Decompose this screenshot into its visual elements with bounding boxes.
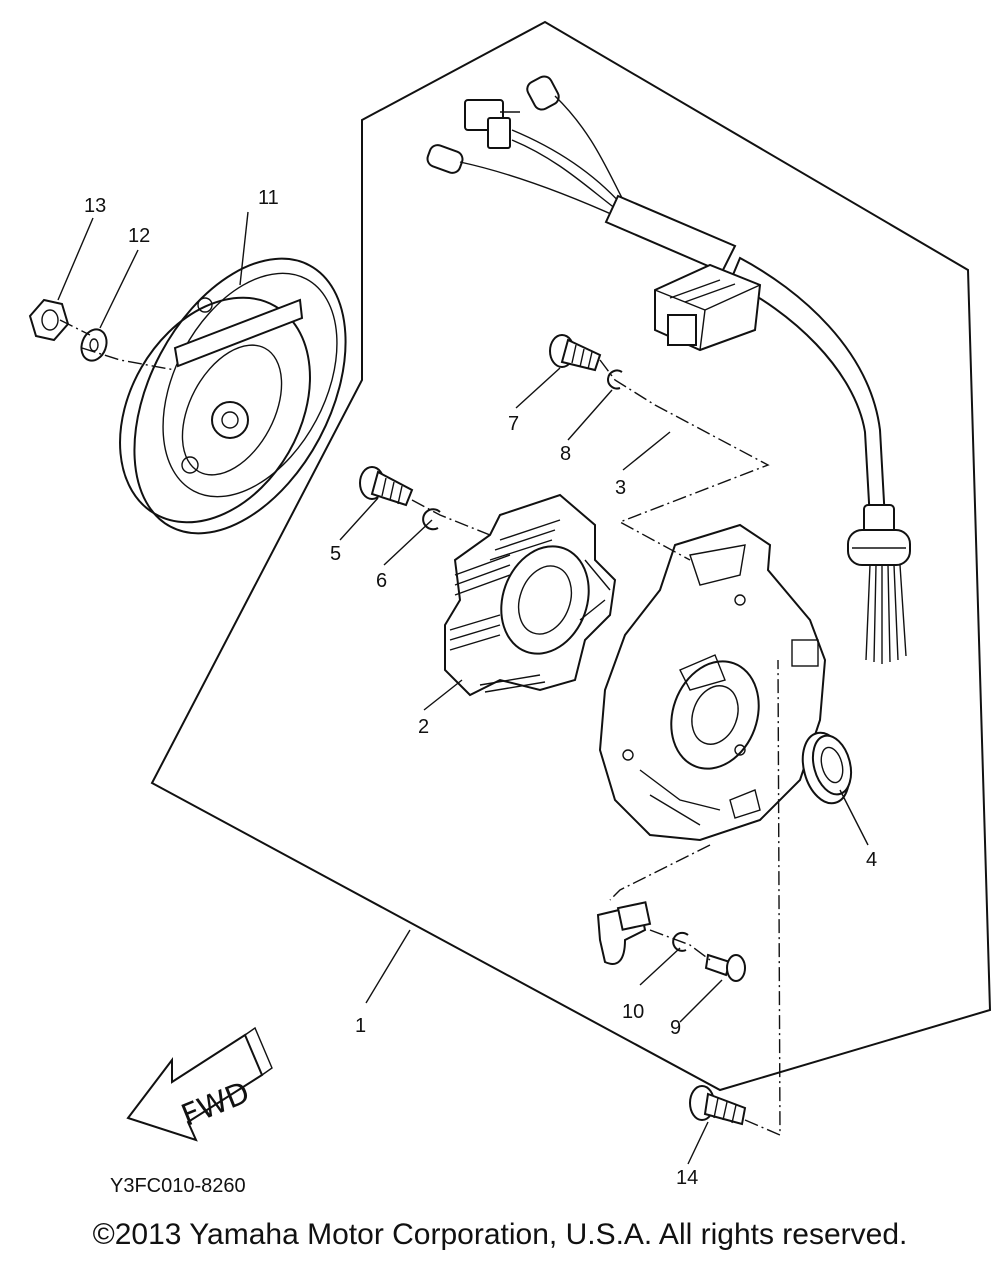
callout-8: 8 bbox=[560, 443, 571, 465]
bolt-14 bbox=[689, 1085, 747, 1126]
circlip-6 bbox=[422, 508, 441, 531]
wire-harness bbox=[426, 75, 911, 664]
wire-clamp bbox=[596, 901, 652, 965]
copyright-notice: ©2013 Yamaha Motor Corporation, U.S.A. A… bbox=[92, 1218, 908, 1251]
screw-9 bbox=[704, 953, 746, 982]
stator bbox=[444, 493, 617, 697]
circlip-8 bbox=[607, 369, 623, 390]
callout-1: 1 bbox=[355, 1015, 366, 1037]
callout-11: 11 bbox=[258, 187, 279, 209]
callout-14: 14 bbox=[676, 1167, 698, 1189]
drawing-code: Y3FC010-8260 bbox=[110, 1175, 246, 1197]
screw-5 bbox=[359, 466, 414, 507]
oil-seal bbox=[801, 731, 853, 805]
callout-9: 9 bbox=[670, 1017, 681, 1039]
callout-12: 12 bbox=[128, 225, 150, 247]
callout-4: 4 bbox=[866, 849, 877, 871]
pickup-coil bbox=[654, 263, 762, 352]
assembly-outline bbox=[150, 20, 992, 1092]
fwd-arrow-icon: FWD bbox=[126, 1026, 273, 1142]
assembly-lines bbox=[59, 319, 781, 1137]
stator-base-plate bbox=[598, 523, 827, 842]
callout-7: 7 bbox=[508, 413, 519, 435]
callout-5: 5 bbox=[330, 543, 341, 565]
circlip-10 bbox=[672, 931, 689, 952]
washer-12 bbox=[80, 328, 108, 362]
callout-2: 2 bbox=[418, 716, 429, 738]
callout-10: 10 bbox=[622, 1001, 644, 1023]
flywheel-rotor bbox=[119, 257, 347, 535]
callout-13: 13 bbox=[84, 195, 106, 217]
nut-13 bbox=[28, 298, 70, 342]
leader-lines bbox=[57, 211, 869, 1165]
callout-3: 3 bbox=[615, 477, 626, 499]
callout-6: 6 bbox=[376, 570, 387, 592]
screw-7 bbox=[549, 334, 602, 372]
callouts: 1 2 3 4 5 6 7 8 9 10 11 12 13 14 bbox=[84, 187, 877, 1189]
